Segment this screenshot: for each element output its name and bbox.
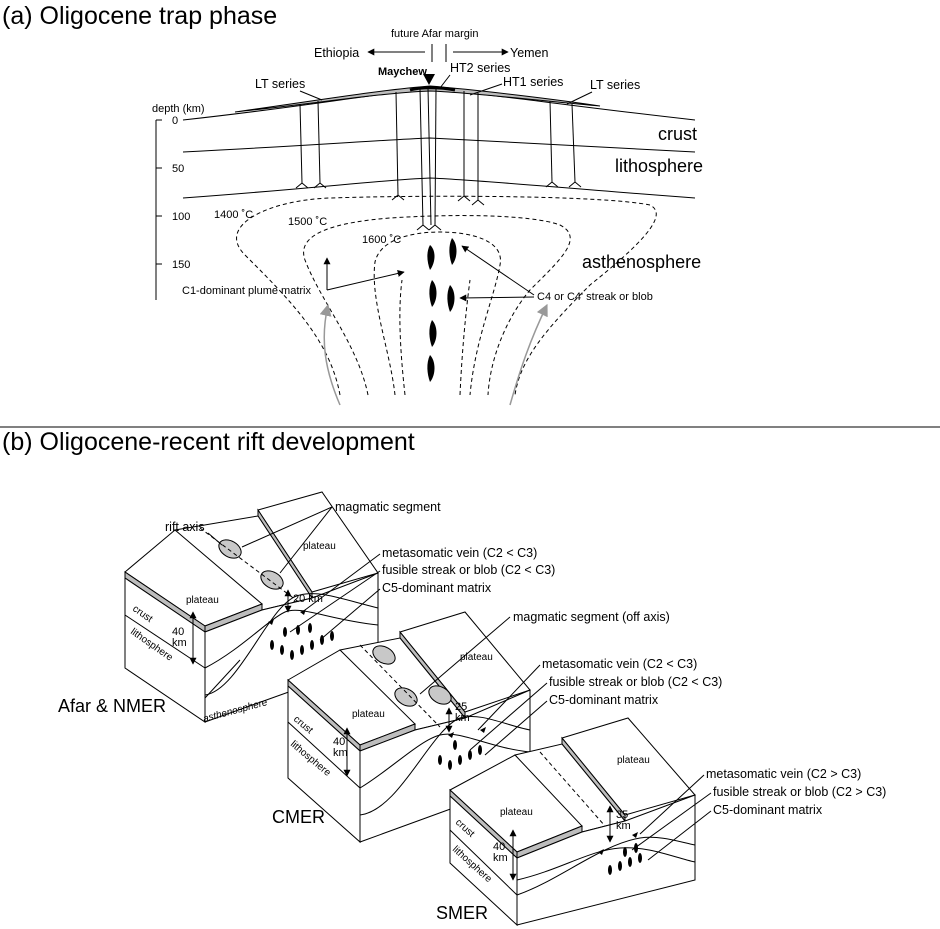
rift-axis-label: rift axis — [165, 520, 205, 534]
block2-thin-25: 25 — [455, 701, 467, 713]
block1-vein-label: metasomatic vein (C2 < C3) — [382, 546, 537, 560]
isotherms: 1400 ˚C 1500 ˚C 1600 ˚C — [214, 195, 657, 396]
block3-plateau-right: plateau — [617, 755, 650, 766]
panel-a: (a) Oligocene trap phase depth (km) 0 50… — [2, 2, 703, 406]
plume-blobs — [427, 238, 457, 382]
block1-matrix-label: C5-dominant matrix — [382, 581, 492, 595]
block1-fusible-label: fusible streak or blob (C2 < C3) — [382, 563, 555, 577]
block3-thick-km: km — [493, 852, 508, 864]
block3-thick-40: 40 — [493, 841, 505, 853]
depth-tick-0: 0 — [172, 115, 178, 127]
block2-vein-label: metasomatic vein (C2 < C3) — [542, 657, 697, 671]
block3-vein-label: metasomatic vein (C2 > C3) — [706, 767, 861, 781]
block2-name: CMER — [272, 807, 325, 827]
streak-label: C4 or C4' streak or blob — [537, 291, 653, 303]
magmatic-segment-label: magmatic segment — [335, 500, 441, 514]
block2-magmatic-label: magmatic segment (off axis) — [513, 610, 670, 624]
layer-label-crust: crust — [658, 124, 697, 144]
feeder-dykes — [295, 87, 582, 231]
block3-fusible-label: fusible streak or blob (C2 > C3) — [713, 785, 886, 799]
block1-plateau-right: plateau — [303, 541, 336, 552]
isotherm-1500-label: 1500 ˚C — [288, 216, 327, 228]
block2-thick-km: km — [333, 747, 348, 759]
plume-matrix-label: C1-dominant plume matrix — [182, 285, 311, 297]
block-afar-nmer: rift axis magmatic segment plateau plate… — [58, 491, 555, 725]
block2-plateau-right: plateau — [460, 652, 493, 663]
ht2-label: HT2 series — [450, 61, 510, 75]
layer-boundaries — [182, 85, 696, 199]
lt-series-right-label: LT series — [590, 78, 640, 92]
block3-plateau-left: plateau — [500, 807, 533, 818]
block1-blobs — [268, 609, 334, 660]
trap-basalt-layer — [234, 85, 601, 113]
block1-thin-20: 20 km — [293, 593, 323, 605]
maychew-label: Maychew — [378, 66, 427, 78]
panel-b: (b) Oligocene-recent rift development — [2, 428, 886, 927]
future-margin-label: future Afar margin — [391, 28, 478, 40]
block1-plateau-left: plateau — [186, 595, 219, 606]
block-cmer: magmatic segment (off axis) plateau plat… — [272, 610, 722, 844]
panel-b-title: (b) Oligocene-recent rift development — [2, 428, 415, 456]
block3-thin-km: km — [616, 820, 631, 832]
layer-label-lithosphere: lithosphere — [615, 156, 703, 176]
ht1-label: HT1 series — [503, 75, 563, 89]
block2-thick-40: 40 — [333, 736, 345, 748]
depth-tick-100: 100 — [172, 211, 190, 223]
block2-fusible-label: fusible streak or blob (C2 < C3) — [549, 675, 722, 689]
block3-thin-35: 35 — [616, 809, 628, 821]
block2-matrix-label: C5-dominant matrix — [549, 693, 659, 707]
depth-tick-50: 50 — [172, 163, 184, 175]
depth-axis: depth (km) 0 50 100 150 — [152, 103, 205, 300]
yemen-label: Yemen — [510, 46, 549, 60]
isotherm-1600-label: 1600 ˚C — [362, 234, 401, 246]
upwelling-arrow-left — [319, 303, 341, 406]
block3-matrix-label: C5-dominant matrix — [713, 803, 823, 817]
isotherm-1400-label: 1400 ˚C — [214, 209, 253, 221]
maychew-marker-icon — [423, 74, 435, 85]
block2-plateau-left: plateau — [352, 709, 385, 720]
block3-blobs — [598, 832, 642, 875]
block-smer: plateau plateau crust lithosphere 40 km … — [436, 717, 886, 927]
panel-a-title: (a) Oligocene trap phase — [2, 2, 277, 30]
block1-thick-40: 40 — [172, 626, 184, 638]
ethiopia-label: Ethiopia — [314, 46, 359, 60]
upwelling-arrow-right — [509, 303, 548, 406]
block2-thin-km: km — [455, 712, 470, 724]
layer-label-asthenosphere: asthenosphere — [582, 252, 701, 272]
block3-name: SMER — [436, 903, 488, 923]
block1-thick-km: km — [172, 637, 187, 649]
depth-axis-label: depth (km) — [152, 103, 205, 115]
depth-tick-150: 150 — [172, 259, 190, 271]
block2-blobs — [438, 727, 486, 770]
lt-series-left-label: LT series — [255, 77, 305, 91]
block1-name: Afar & NMER — [58, 696, 166, 716]
